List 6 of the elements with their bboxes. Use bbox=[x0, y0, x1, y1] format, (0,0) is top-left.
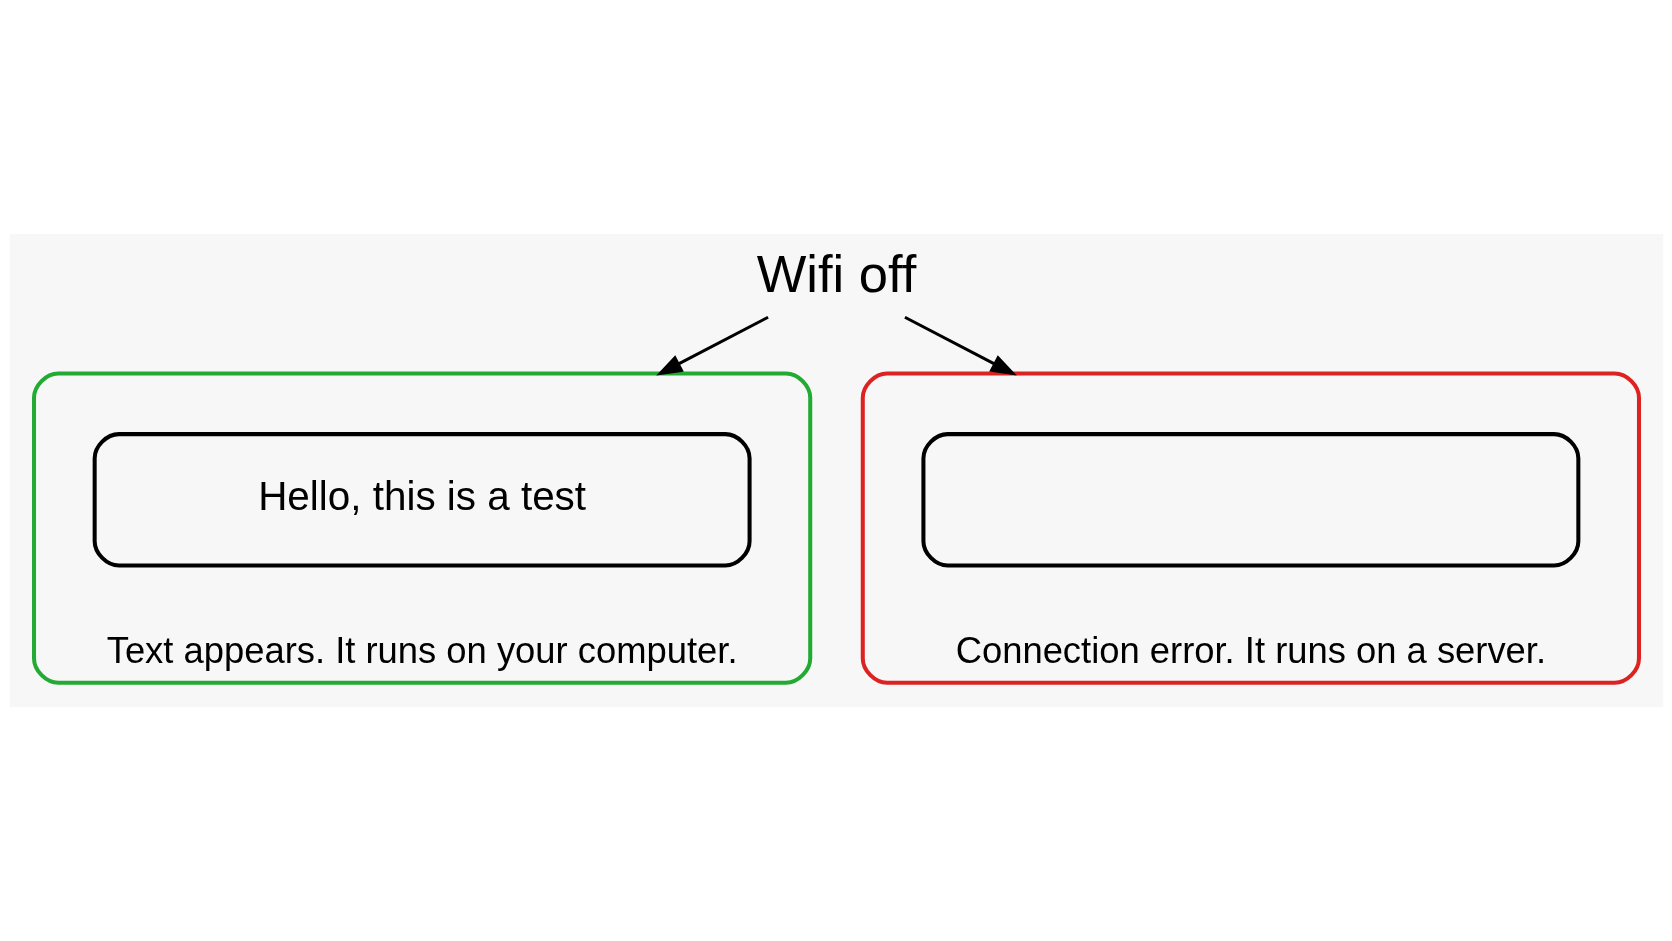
node-text: Wifi off bbox=[756, 244, 916, 304]
arrow bbox=[655, 315, 769, 376]
arrow bbox=[903, 315, 1017, 376]
cluster: Connection error. It runs on a server. bbox=[860, 371, 1641, 685]
node-box bbox=[920, 432, 1580, 568]
node-box: Hello, this is a test bbox=[92, 432, 752, 568]
